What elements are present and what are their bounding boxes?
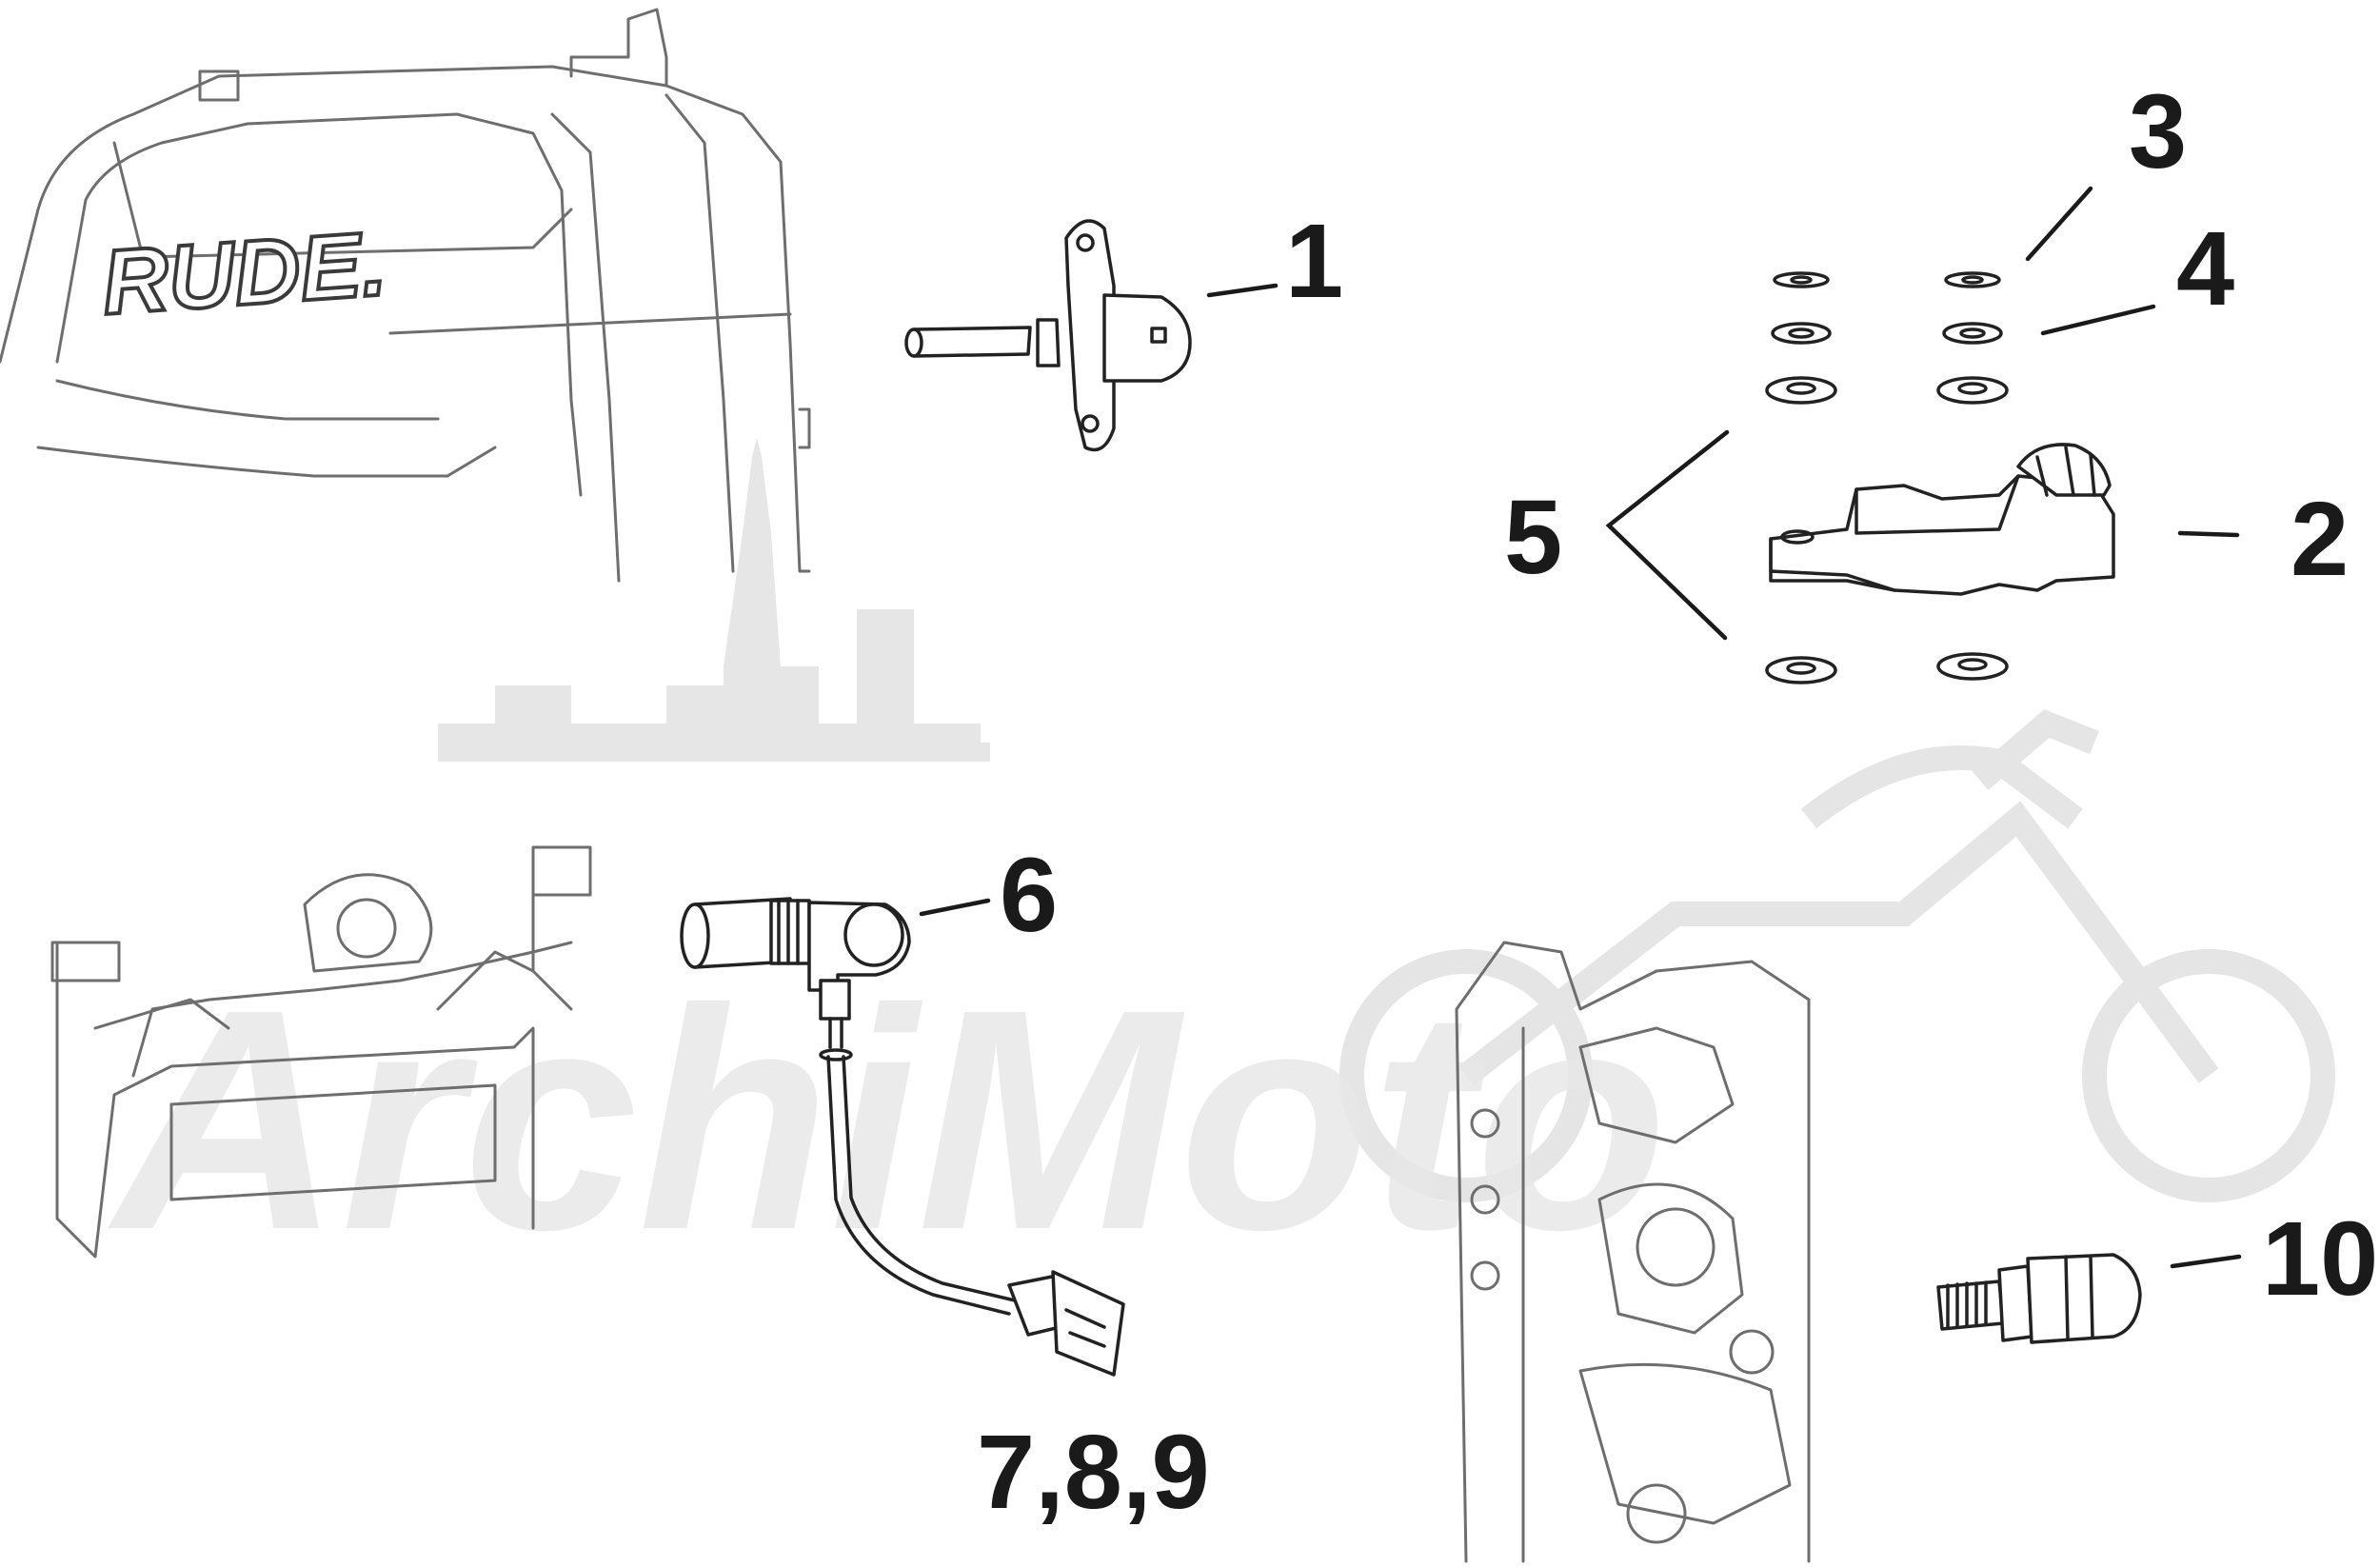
callout-6: 6 bbox=[1000, 837, 1058, 954]
watermark-motorcycle-icon bbox=[1339, 709, 2335, 1202]
callout-2: 2 bbox=[2291, 481, 2349, 598]
bracket-ghost bbox=[50, 845, 592, 1259]
engine-brand-text: RUDE. bbox=[99, 212, 389, 334]
powerhead-ghost bbox=[1455, 941, 1811, 1563]
callout-5: 5 bbox=[1504, 479, 1562, 596]
part-10-threaded-sensor: 10 bbox=[1936, 1200, 2378, 1344]
engine-cowl-ghost: RUDE. bbox=[0, 8, 811, 583]
part-6-crank-sensor: 6 7,8,9 bbox=[680, 837, 1210, 1531]
callout-3: 3 bbox=[2129, 73, 2187, 190]
washers-group: 3 4 5 bbox=[1504, 73, 2234, 684]
part-1-sensor: 1 bbox=[904, 203, 1343, 452]
watermark: ArchiMoto bbox=[105, 438, 2335, 1295]
watermark-church-icon bbox=[438, 438, 990, 762]
part-2-sensor-block: 2 bbox=[1769, 443, 2349, 598]
callout-7-8-9: 7,8,9 bbox=[977, 1414, 1210, 1531]
callout-4: 4 bbox=[2176, 210, 2234, 327]
callout-10: 10 bbox=[2262, 1200, 2378, 1318]
watermark-text: ArchiMoto bbox=[105, 943, 1668, 1295]
callout-1: 1 bbox=[1285, 203, 1343, 320]
